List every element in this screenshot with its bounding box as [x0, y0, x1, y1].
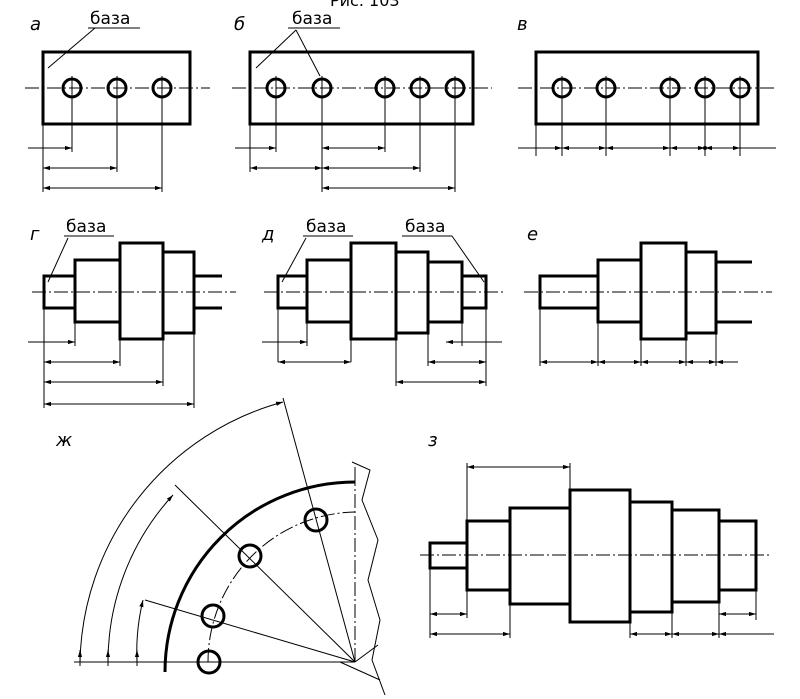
panel-letter-z: з	[428, 430, 438, 451]
base-label-d-left: база	[306, 217, 346, 237]
panel-letter-e: е	[527, 224, 538, 245]
panel-v: в	[517, 14, 776, 156]
panel-letter-a: а	[30, 14, 41, 35]
panel-letter-zh: ж	[55, 430, 73, 451]
figure-caption: Рис. 103	[330, 0, 400, 10]
bolt-hole	[237, 543, 263, 569]
bolt-circle	[207, 511, 356, 663]
panel-letter-g: г	[30, 224, 40, 245]
panel-d: д база база	[261, 217, 505, 386]
panel-g: г база	[28, 217, 236, 408]
angle-dimension	[107, 494, 174, 663]
panel-zh: ж	[55, 397, 386, 696]
panel-letter-d: д	[261, 224, 274, 245]
shaft-step	[118, 241, 165, 341]
bolt-hole	[200, 603, 226, 629]
base-label-a: база	[90, 9, 130, 29]
panel-a: а база	[25, 9, 210, 192]
panel-letter-b: б	[234, 14, 245, 35]
panel-e: е	[524, 224, 772, 366]
base-label-g: база	[66, 217, 106, 237]
panel-letter-v: в	[517, 14, 528, 35]
angle-dimension	[136, 599, 144, 663]
leader-line	[255, 29, 297, 69]
bolt-hole	[303, 507, 329, 533]
leader-line	[451, 235, 485, 283]
break-line	[351, 461, 386, 696]
shaft-end	[194, 274, 222, 310]
panel-z: з	[420, 430, 774, 638]
shaft-step	[73, 258, 122, 324]
panel-b: б база	[232, 9, 492, 192]
flange-arc	[163, 480, 356, 673]
base-label-d-right: база	[405, 217, 445, 237]
base-label-b: база	[292, 9, 332, 29]
angle-dimension	[79, 401, 284, 663]
leader-line	[47, 27, 96, 69]
